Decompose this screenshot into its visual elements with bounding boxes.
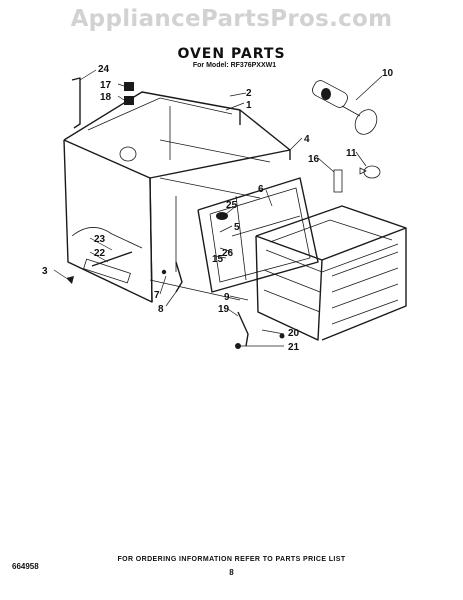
part-20-screw: [279, 333, 285, 339]
callout-23: 23: [94, 234, 106, 245]
part-25-grommet: [216, 212, 228, 220]
callout-10: 10: [382, 68, 394, 79]
callout-24: 24: [98, 64, 110, 75]
callout-7: 7: [154, 290, 160, 301]
part-16-sensor: [333, 169, 343, 193]
callout-22: 22: [94, 248, 106, 259]
callout-5: 5: [234, 222, 240, 233]
oven-rack-assembly: [255, 205, 407, 341]
model-number: For Model: RF376PXXW1: [192, 62, 277, 69]
leader-lines: [53, 69, 383, 347]
callout-11: 11: [346, 148, 357, 159]
diagram-title: OVEN PARTS: [177, 46, 286, 62]
ordering-info-footer: FOR ORDERING INFORMATION REFER TO PARTS …: [117, 556, 346, 563]
part-24-bracket: [71, 77, 81, 129]
part-22-element: [91, 251, 133, 267]
callout-9: 9: [224, 292, 230, 303]
oven-cabinet: [63, 91, 291, 303]
part-19-hinge: [237, 311, 249, 347]
part-7-screw: [161, 269, 167, 275]
callout-1: 1: [246, 100, 252, 111]
callout-15: 15: [212, 254, 224, 265]
door-frame: [197, 177, 319, 293]
callout-18: 18: [100, 92, 112, 103]
oven-bulb: [359, 165, 381, 179]
part-17-block: [124, 82, 134, 91]
callout-25: 25: [226, 200, 238, 211]
callout-16: 16: [308, 154, 320, 165]
figure-number: 664958: [12, 562, 39, 571]
callout-17: 17: [100, 80, 112, 91]
callout-26: 26: [222, 248, 234, 259]
callout-6: 6: [258, 184, 264, 195]
callout-20: 20: [288, 328, 300, 339]
callout-21: 21: [288, 342, 300, 353]
part-18-block: [124, 96, 134, 105]
callout-2: 2: [246, 88, 252, 99]
callout-3: 3: [42, 266, 48, 277]
callout-8: 8: [158, 304, 164, 315]
watermark: AppliancePartsPros.com: [70, 6, 393, 32]
part-21-screw: [235, 343, 241, 349]
callout-19: 19: [218, 304, 230, 315]
part-3-screw: [66, 276, 74, 284]
oven-light-assembly: [312, 80, 378, 135]
callout-4: 4: [304, 134, 310, 145]
part-8-bracket: [175, 261, 183, 293]
page-number: 8: [229, 568, 234, 577]
